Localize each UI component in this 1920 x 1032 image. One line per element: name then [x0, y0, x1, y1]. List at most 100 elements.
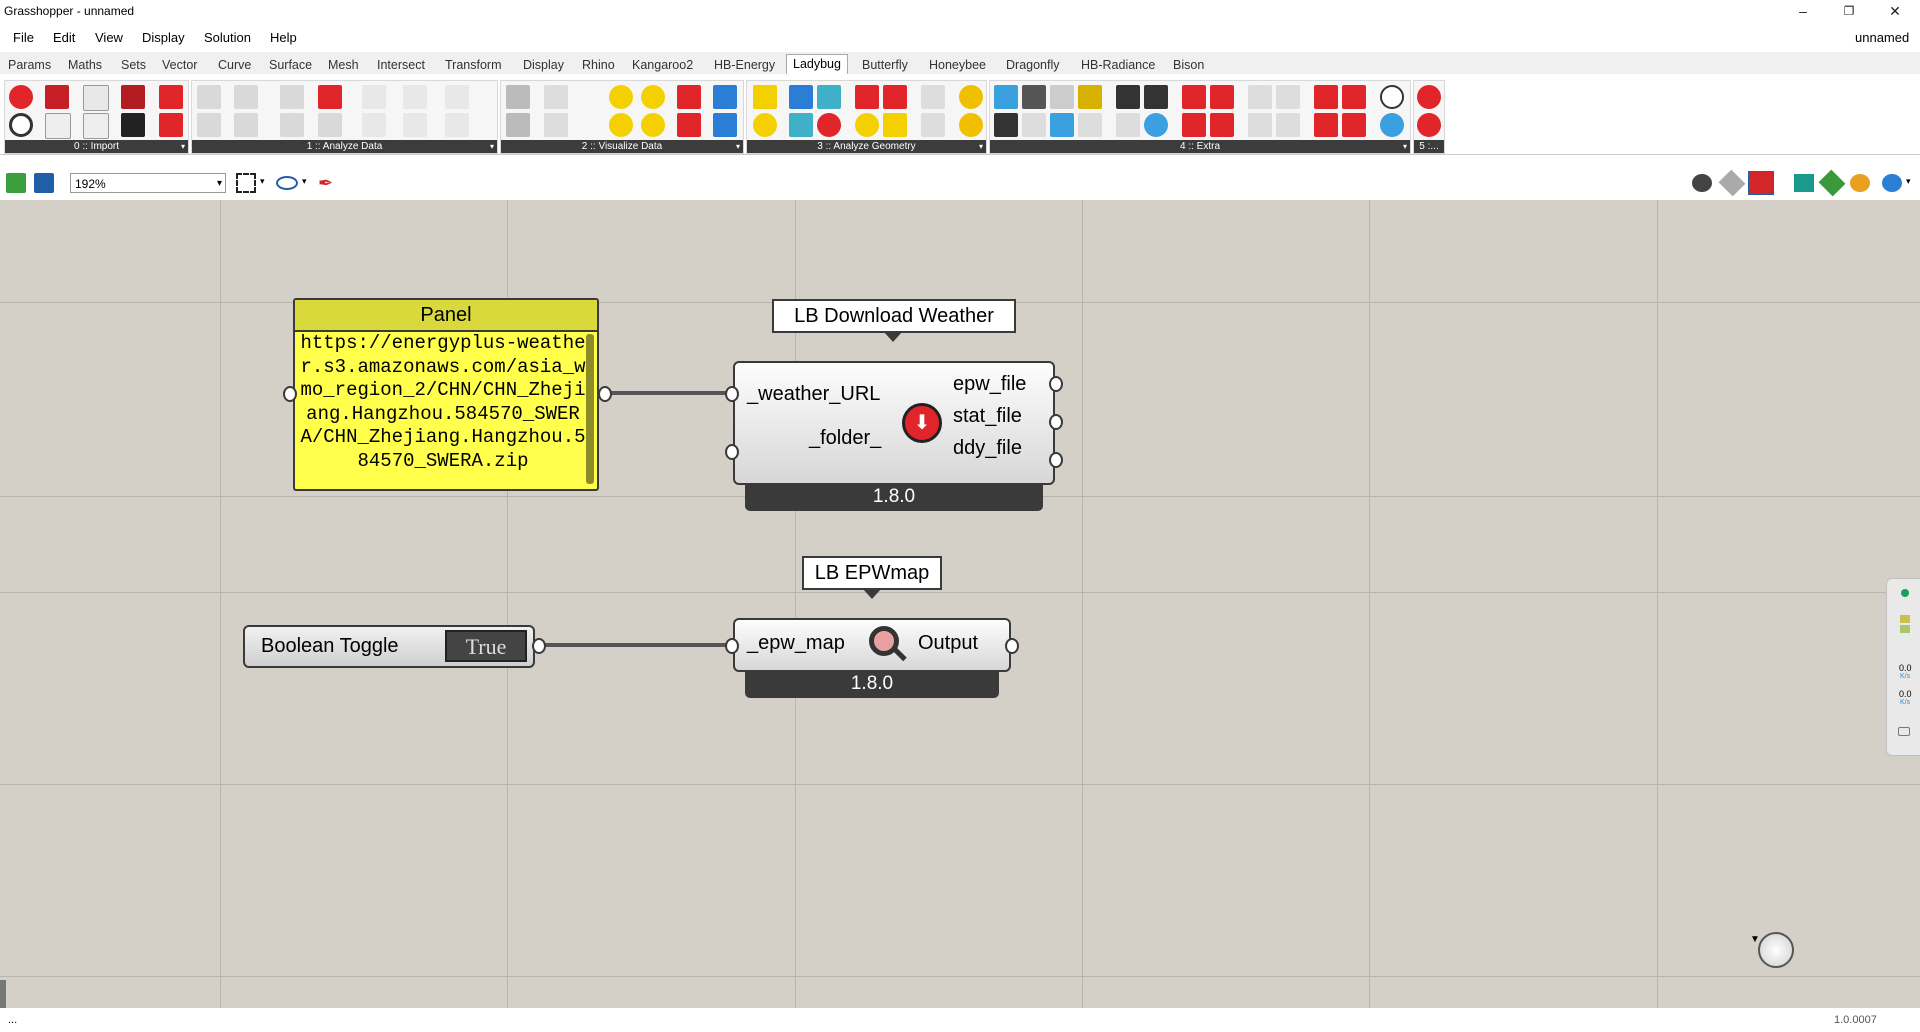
sketch-pen-icon[interactable]: ✒: [318, 173, 334, 193]
dmh-icon[interactable]: [318, 113, 342, 137]
bug-icon[interactable]: [1314, 85, 1338, 109]
selected-only-icon[interactable]: [1794, 174, 1814, 192]
tab-sets[interactable]: Sets: [121, 58, 147, 72]
download-weather-component[interactable]: _weather_URL _folder_ ⬇ epw_file stat_fi…: [733, 361, 1055, 485]
epw-file-port[interactable]: [1049, 376, 1063, 392]
menu-file[interactable]: File: [13, 30, 34, 45]
thermometer-icon[interactable]: [362, 85, 386, 109]
input-weather-url[interactable]: _weather_URL: [747, 383, 881, 405]
2d-icon[interactable]: [1116, 113, 1140, 137]
color-bar-icon[interactable]: [1078, 113, 1102, 137]
shade-icon[interactable]: [883, 85, 907, 109]
eye-icon[interactable]: [817, 113, 841, 137]
color-range-icon[interactable]: [1050, 85, 1074, 109]
ratio-icon[interactable]: [280, 85, 304, 109]
ny-heart-icon[interactable]: [83, 85, 109, 111]
tab-vector[interactable]: Vector: [162, 58, 198, 72]
tab-bison[interactable]: Bison: [1173, 58, 1205, 72]
globe-icon[interactable]: [1144, 113, 1168, 137]
folder-port[interactable]: [725, 444, 739, 460]
epw-map-port[interactable]: [725, 638, 739, 654]
ip-icon[interactable]: [1182, 85, 1206, 109]
epwmap-output-port[interactable]: [1005, 638, 1019, 654]
epw-icon[interactable]: [45, 85, 69, 109]
daylight-icon[interactable]: [855, 113, 879, 137]
output-ddy-file[interactable]: ddy_file: [953, 437, 1022, 459]
restore-button[interactable]: ❐: [1843, 4, 1855, 18]
sun-small-icon[interactable]: [753, 113, 777, 137]
ddy-icon[interactable]: [121, 85, 145, 109]
radiation-icon[interactable]: [817, 85, 841, 109]
monthly-icon[interactable]: [544, 113, 568, 137]
sort-icon[interactable]: [234, 85, 258, 109]
chevron-down-icon[interactable]: ▾: [260, 176, 265, 186]
profiler-widget[interactable]: 0.0 K/s 0.0 K/s: [1886, 578, 1920, 756]
windrose-icon[interactable]: [713, 113, 737, 137]
glare-icon[interactable]: [883, 113, 907, 137]
wind-icon[interactable]: [713, 85, 737, 109]
camera-icon[interactable]: [1898, 727, 1910, 736]
zoom-select[interactable]: 192%▾: [70, 173, 226, 193]
tab-hb-radiance[interactable]: HB-Radiance: [1081, 58, 1156, 72]
bar-chart-icon[interactable]: [506, 113, 530, 137]
toggle-output-port[interactable]: [532, 638, 546, 654]
stat-file-port[interactable]: [1049, 414, 1063, 430]
visibility-icon[interactable]: [921, 113, 945, 137]
input-folder[interactable]: _folder_: [809, 427, 882, 449]
gradient-icon[interactable]: [1078, 85, 1102, 109]
tab-display[interactable]: Display: [523, 58, 564, 72]
tab-intersect[interactable]: Intersect: [377, 58, 425, 72]
capture-icon[interactable]: [1144, 85, 1168, 109]
tab-curve[interactable]: Curve: [218, 58, 252, 72]
tab-kangaroo2[interactable]: Kangaroo2: [632, 58, 694, 72]
menu-view[interactable]: View: [95, 30, 123, 45]
panel[interactable]: Panel https://energyplus-weather.s3.amaz…: [293, 298, 599, 491]
view-icon[interactable]: [789, 85, 813, 109]
tab-params[interactable]: Params: [8, 58, 52, 72]
people-sit-icon[interactable]: [1276, 85, 1300, 109]
output-epw-file[interactable]: epw_file: [953, 373, 1027, 395]
folder-open-icon[interactable]: [1342, 113, 1366, 137]
line-chart-icon[interactable]: [506, 85, 530, 109]
c-plus-icon[interactable]: [197, 113, 221, 137]
tab-transform[interactable]: Transform: [445, 58, 502, 72]
sun-icon[interactable]: [609, 113, 633, 137]
ix-ny-icon[interactable]: [83, 113, 109, 139]
material-icon[interactable]: [1850, 174, 1870, 192]
navigator-arrow-icon[interactable]: ▼: [1750, 934, 1760, 945]
person-icon[interactable]: [855, 85, 879, 109]
display-sphere-icon[interactable]: [1882, 174, 1902, 192]
target-icon[interactable]: [1380, 85, 1404, 109]
boolean-toggle[interactable]: Boolean Toggle True: [243, 625, 535, 668]
preview-mode-icon[interactable]: [1692, 174, 1712, 192]
b2-icon[interactable]: [234, 113, 258, 137]
ladybug-icon[interactable]: [1417, 85, 1441, 109]
radial-icon[interactable]: [641, 85, 665, 109]
input-epw-map[interactable]: _epw_map: [747, 632, 845, 654]
people-chart-icon[interactable]: [445, 113, 469, 137]
epwmap-search-icon[interactable]: [9, 113, 33, 137]
person-chart-icon[interactable]: [445, 85, 469, 109]
chart-color-icon[interactable]: [1050, 113, 1074, 137]
tab-maths[interactable]: Maths: [68, 58, 103, 72]
chevron-down-icon[interactable]: ▾: [1906, 176, 1911, 186]
compass-icon[interactable]: [1380, 113, 1404, 137]
curve-icon[interactable]: [362, 113, 386, 137]
ladybug-check-icon[interactable]: [1417, 113, 1441, 137]
ddy-file-port[interactable]: [1049, 452, 1063, 468]
arrow-ny-icon[interactable]: [45, 113, 71, 139]
sun-ray-icon[interactable]: [753, 85, 777, 109]
chart-person-icon[interactable]: [403, 85, 427, 109]
tab-surface[interactable]: Surface: [269, 58, 313, 72]
output-output[interactable]: Output: [918, 632, 979, 654]
f-icon[interactable]: [1210, 85, 1234, 109]
wireframe-icon[interactable]: [1718, 169, 1746, 197]
canvas-scroll-handle[interactable]: [0, 980, 6, 1008]
tab-hb-energy[interactable]: HB-Energy: [714, 58, 776, 72]
panel-output-port[interactable]: [598, 386, 612, 402]
close-button[interactable]: ✕: [1889, 3, 1901, 19]
preview-eye-icon[interactable]: [276, 176, 298, 190]
epwmap-component[interactable]: _epw_map Output: [733, 618, 1011, 672]
open-file-icon[interactable]: [6, 173, 26, 193]
canvas-navigator-icon[interactable]: [1758, 932, 1794, 968]
